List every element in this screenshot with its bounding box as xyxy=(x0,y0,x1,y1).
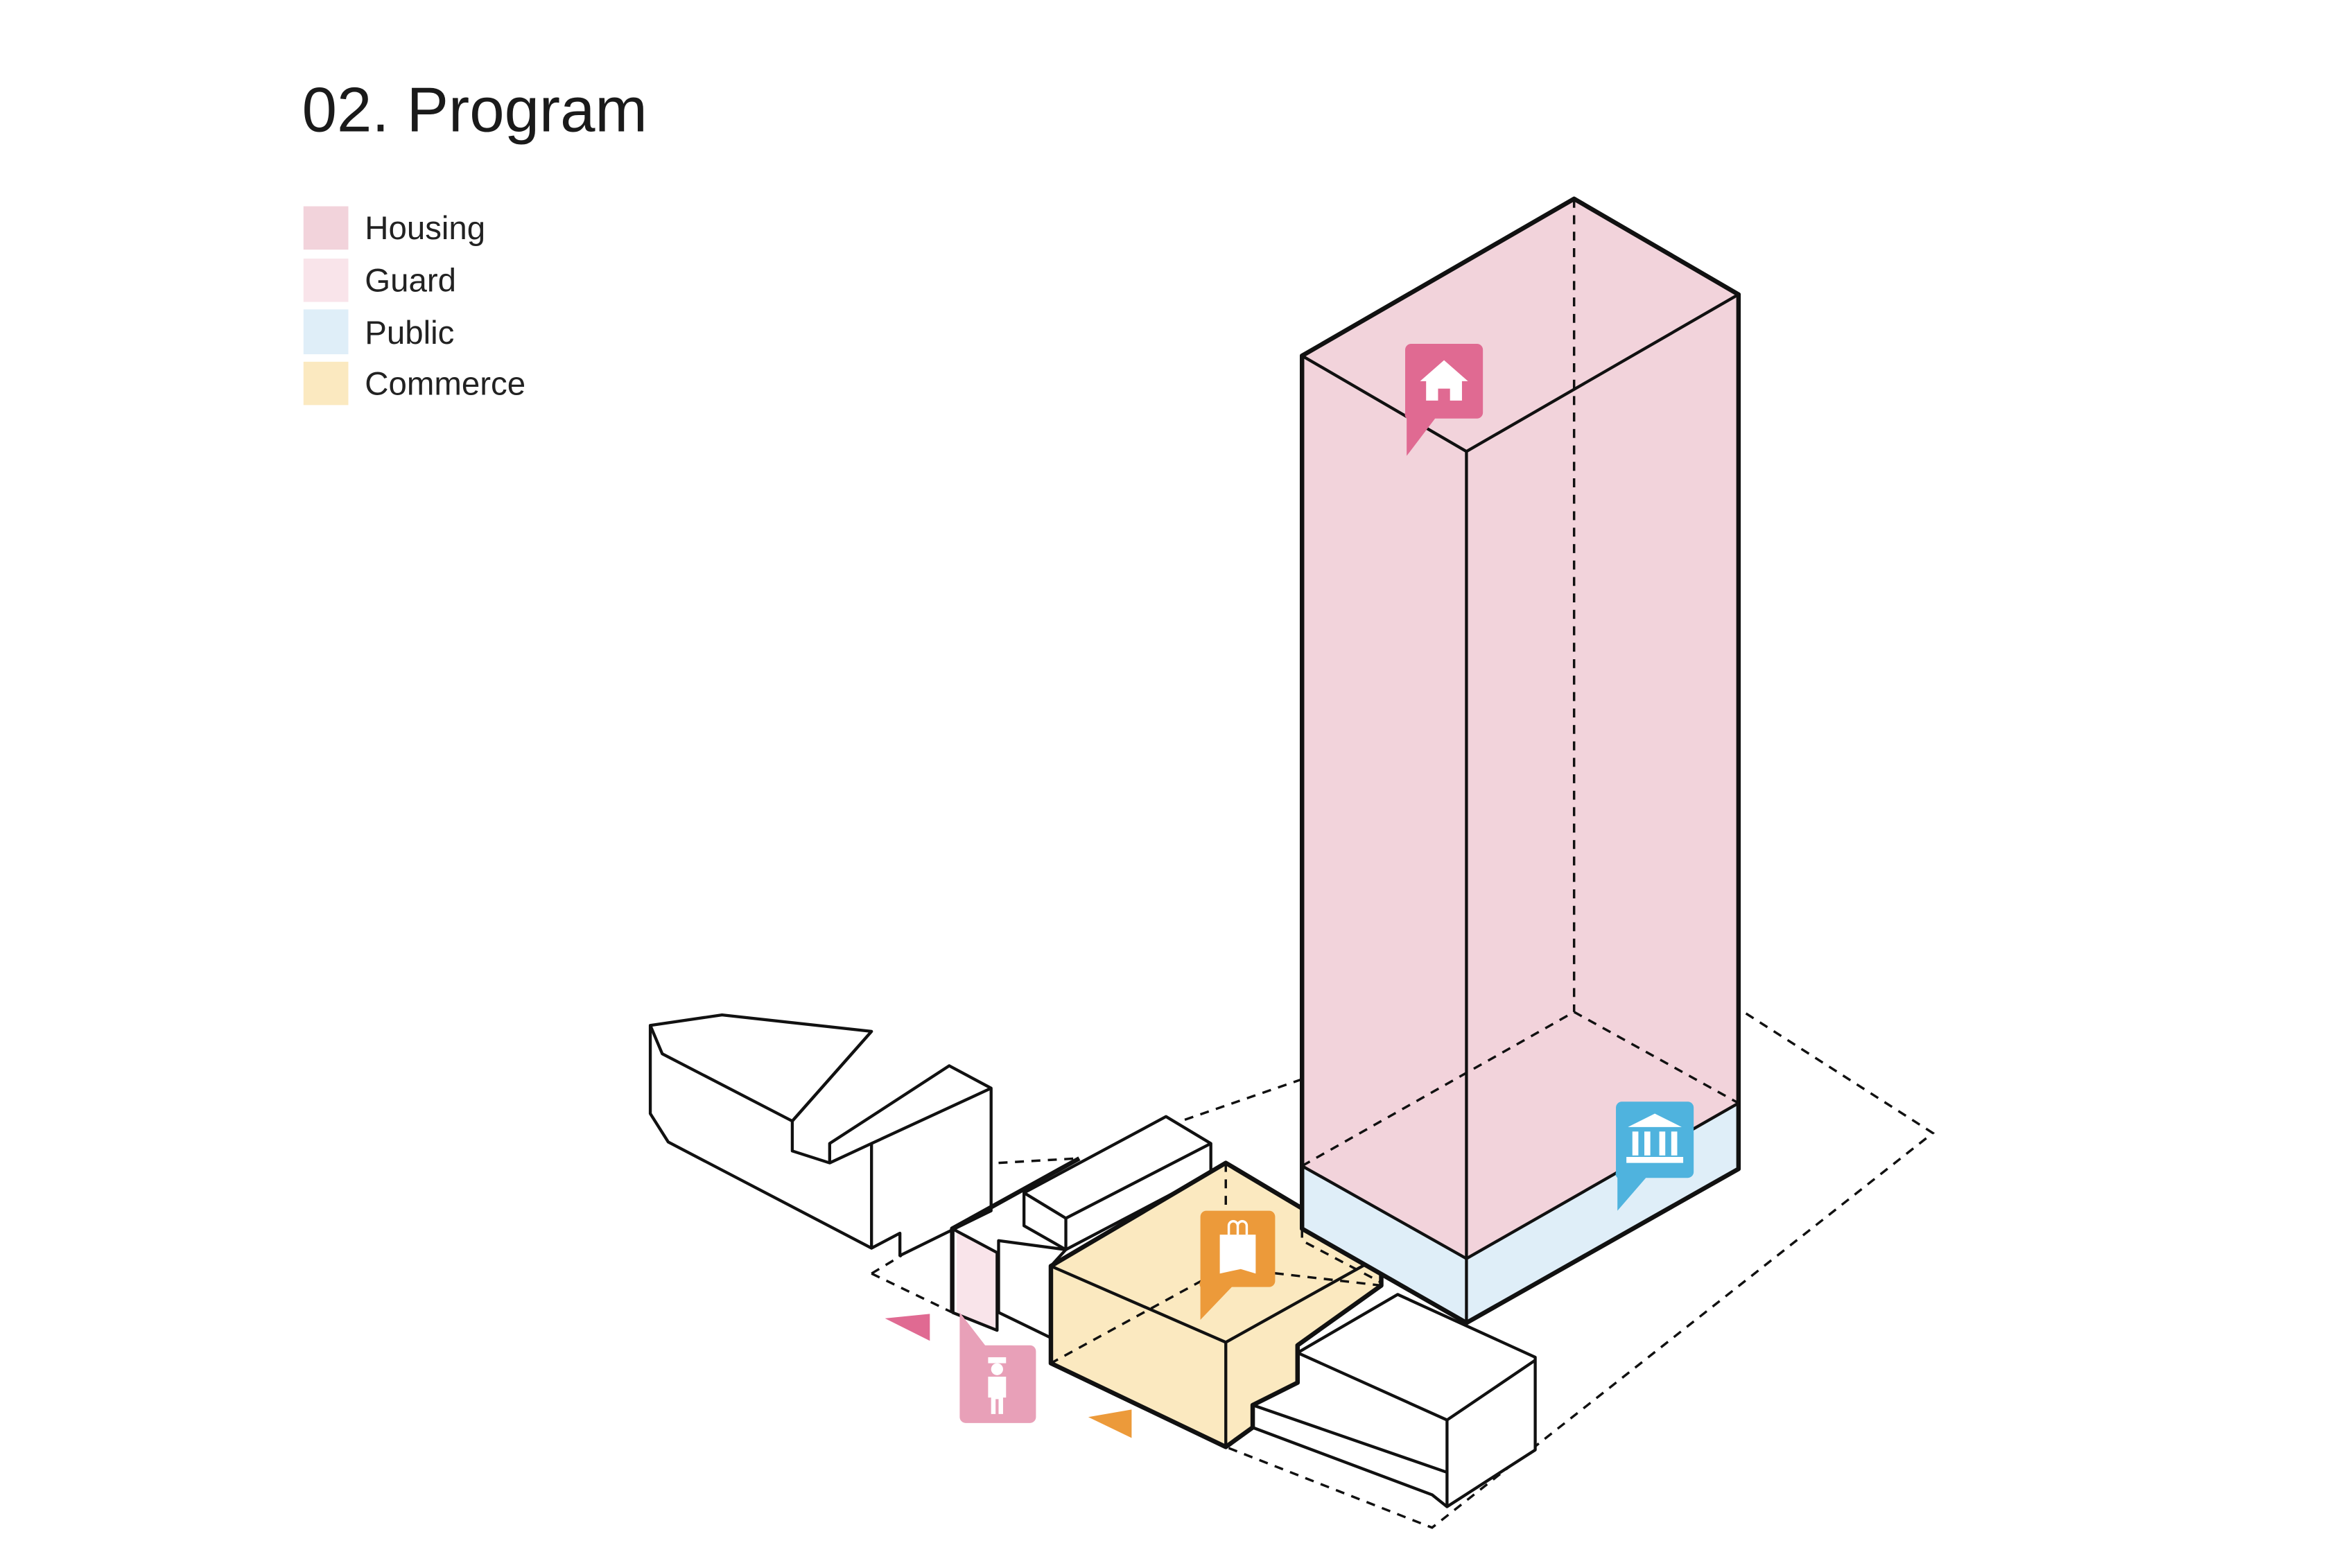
shopping-bag-icon xyxy=(1219,1220,1256,1274)
guard-person-icon xyxy=(988,1357,1007,1414)
museum-icon xyxy=(1626,1113,1684,1163)
legend-swatch-housing xyxy=(303,206,349,250)
legend-swatch-public xyxy=(303,309,349,355)
guard-volume xyxy=(950,1156,1081,1332)
entrance-arrow-commerce xyxy=(1088,1409,1132,1438)
housing-marker xyxy=(1404,343,1483,456)
guard-marker xyxy=(959,1312,1036,1423)
legend-label-commerce: Commerce xyxy=(365,365,525,402)
neighbor-building-left xyxy=(648,1013,993,1257)
legend-label-housing: Housing xyxy=(365,210,485,247)
legend-label-guard: Guard xyxy=(365,262,456,299)
page-title: 02. Program xyxy=(302,76,647,146)
public-marker xyxy=(1615,1101,1694,1211)
entrance-arrow-guard xyxy=(885,1314,930,1341)
commerce-marker xyxy=(1199,1210,1276,1321)
site-outline xyxy=(871,1012,1935,1529)
legend-swatch-guard xyxy=(303,259,349,302)
neighbor-building-right xyxy=(1251,1293,1537,1508)
legend-label-public: Public xyxy=(365,315,454,351)
house-icon xyxy=(1420,360,1468,401)
legend-swatch-commerce xyxy=(303,361,349,406)
legend: Housing Guard Public Commerce xyxy=(303,206,525,406)
